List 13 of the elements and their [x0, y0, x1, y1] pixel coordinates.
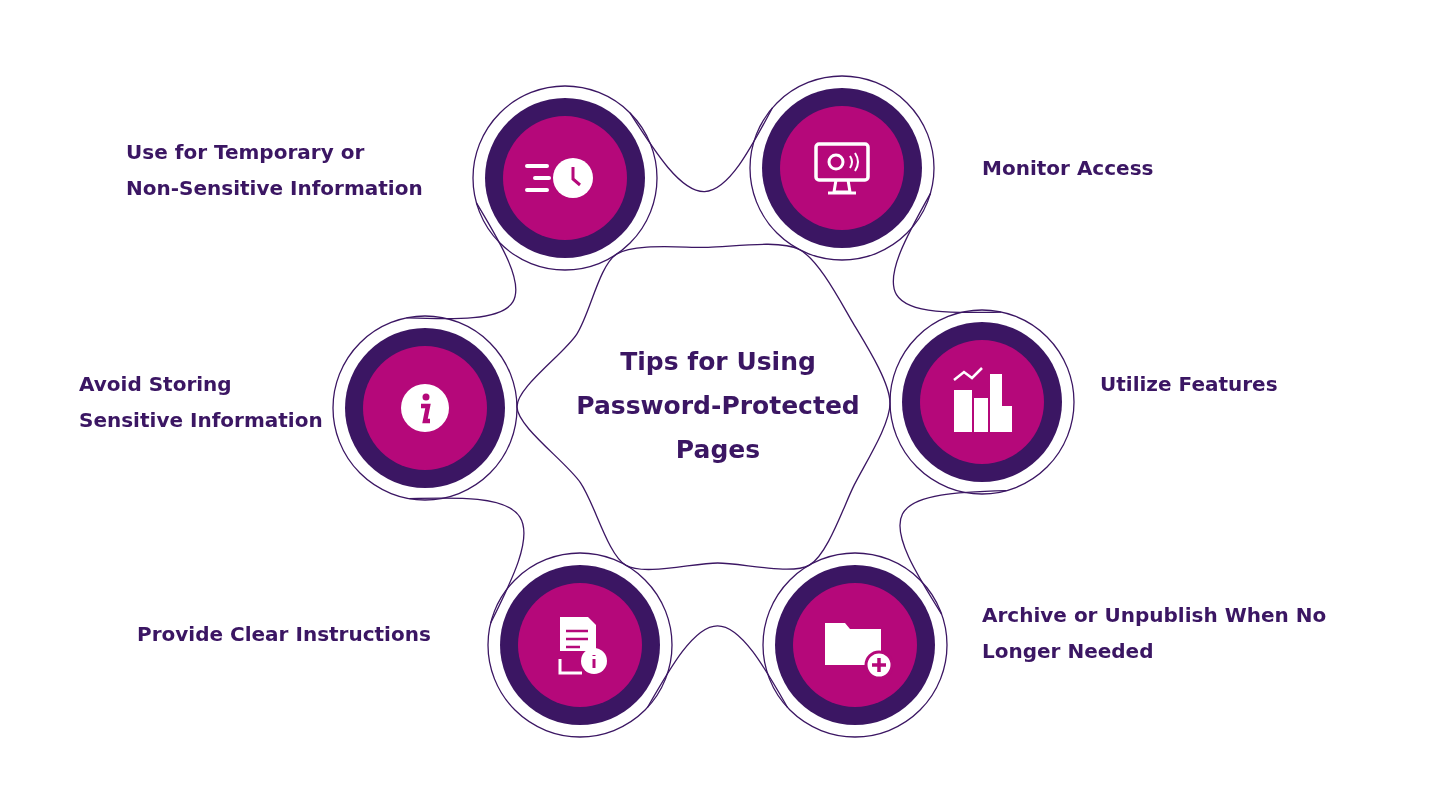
icon-circle	[484, 97, 646, 259]
tip-label: Avoid Storing Sensitive Information	[79, 371, 324, 434]
tip-label: Monitor Access	[982, 155, 1155, 182]
icon-circle	[901, 321, 1063, 483]
icon-circle	[499, 564, 661, 726]
tip-label: Use for Temporary or Non-Sensitive Information	[126, 139, 424, 202]
icon-circle	[761, 87, 923, 249]
icon-circle	[774, 564, 936, 726]
tip-label: Archive or Unpublish When No Longer Needed	[982, 602, 1328, 665]
tip-label: Utilize Features	[1100, 371, 1279, 398]
tip-label: Provide Clear Instructions	[137, 621, 432, 648]
icon-circle	[344, 327, 506, 489]
center-title: Tips for Using Password-Protected Pages	[575, 346, 861, 466]
